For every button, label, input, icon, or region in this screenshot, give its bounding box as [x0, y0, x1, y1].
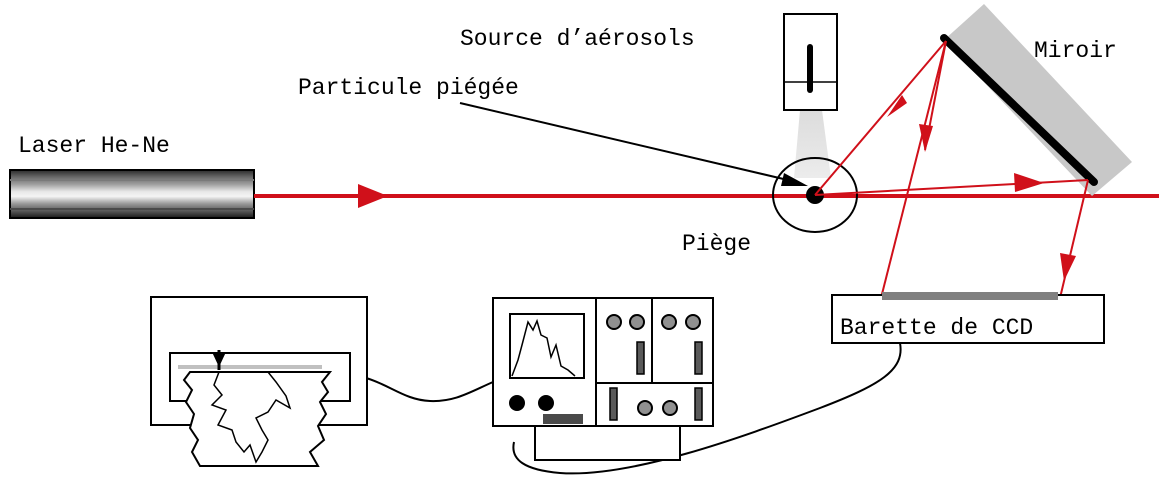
- ccd-array: [831, 292, 1105, 344]
- oscilloscope-knob: [685, 314, 701, 330]
- oscilloscope-slot: [543, 414, 583, 424]
- ccd-cable: [512, 342, 902, 475]
- ray-up: [814, 40, 947, 196]
- particle-pointer-arrow: [459, 102, 808, 186]
- ccd-sensor-strip: [882, 292, 1058, 300]
- oscilloscope-knob: [661, 314, 677, 330]
- chart-recorder: [150, 296, 368, 467]
- oscilloscope-slider: [636, 341, 645, 375]
- trap-label: Piège: [682, 231, 751, 257]
- oscilloscope-knob: [662, 400, 678, 416]
- mirror-label: Miroir: [1034, 38, 1117, 64]
- oscilloscope-knob: [637, 400, 653, 416]
- oscilloscope-trace: [511, 318, 576, 377]
- source-label: Source d’aérosols: [460, 26, 695, 52]
- oscilloscope-base: [534, 425, 681, 461]
- oscilloscope-slider: [694, 341, 703, 375]
- mirror: [940, 4, 1132, 196]
- aerosol-source: [783, 13, 838, 178]
- oscilloscope-knob: [509, 395, 525, 411]
- aerosol-spray: [794, 110, 831, 178]
- oscilloscope: [492, 297, 714, 461]
- recorder-cable: [365, 377, 494, 403]
- oscilloscope-slider: [609, 387, 618, 421]
- laser-label: Laser He-Ne: [18, 133, 170, 159]
- laser-he-ne: [9, 169, 255, 219]
- oscilloscope-knob: [629, 314, 645, 330]
- oscilloscope-knob: [538, 395, 554, 411]
- oscilloscope-knob: [606, 314, 622, 330]
- recorder-trace: [210, 371, 292, 464]
- ccd-label: Barette de CCD: [840, 315, 1033, 341]
- scattered-rays: [814, 40, 1089, 299]
- particle-label: Particule piégée: [298, 75, 519, 101]
- ray-mirror-to-ccd-left: [880, 40, 947, 299]
- main-laser-beam: [254, 184, 1159, 208]
- oscilloscope-slider: [694, 387, 703, 421]
